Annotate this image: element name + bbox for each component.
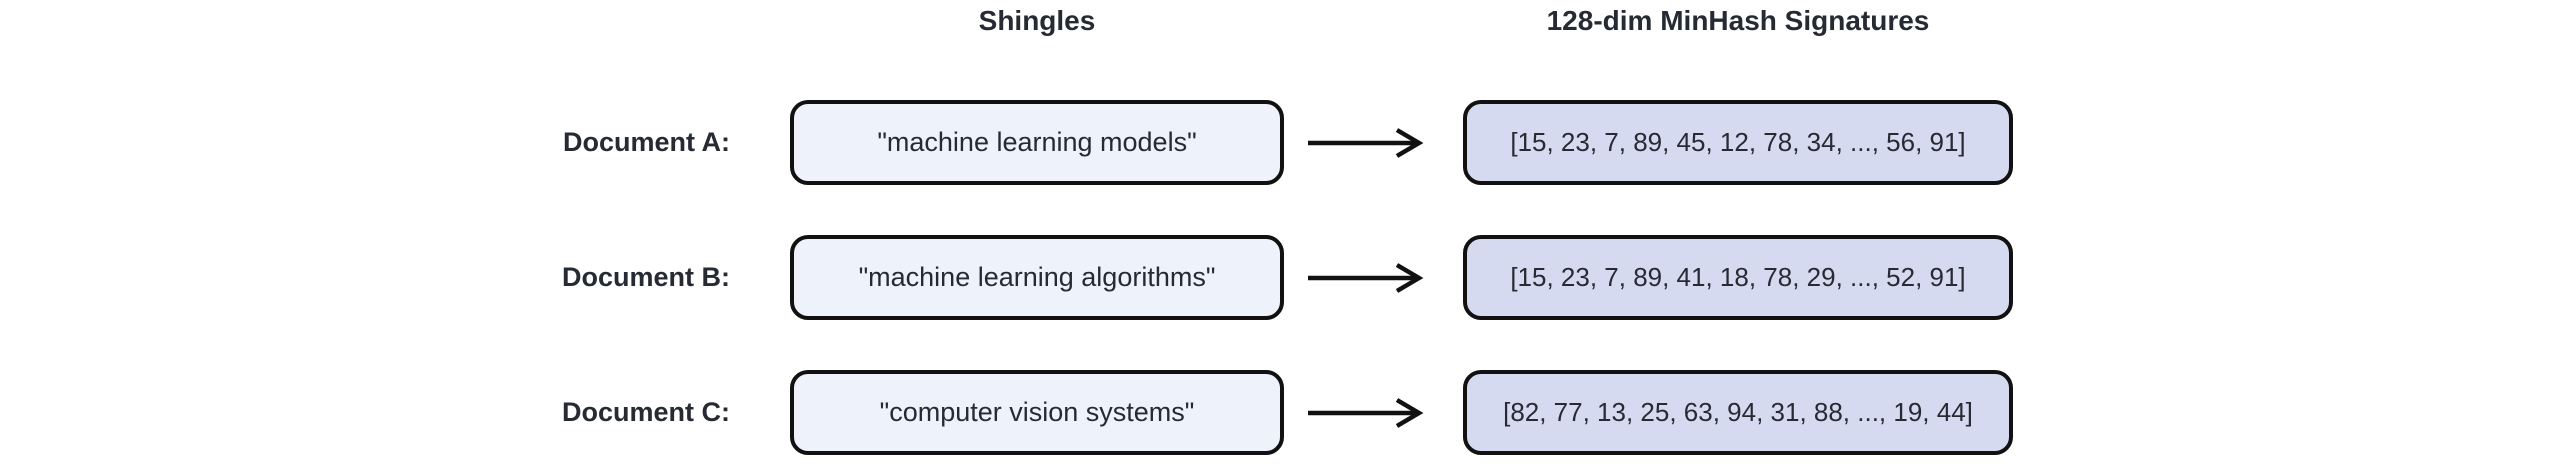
signature-text: [82, 77, 13, 25, 63, 94, 31, 88, ..., 19… (1503, 397, 1973, 427)
shingle-box: "machine learning models" (790, 100, 1284, 185)
signature-box: [82, 77, 13, 25, 63, 94, 31, 88, ..., 19… (1463, 370, 2013, 455)
document-row-a: Document A: "machine learning models" [1… (0, 100, 2560, 185)
signature-box: [15, 23, 7, 89, 41, 18, 78, 29, ..., 52,… (1463, 235, 2013, 320)
right-arrow-icon (1308, 128, 1424, 158)
shingle-box: "computer vision systems" (790, 370, 1284, 455)
column-header-signatures: 128-dim MinHash Signatures (1546, 5, 1930, 36)
shingle-text: "machine learning models" (877, 127, 1197, 157)
document-row-c: Document C: "computer vision systems" [8… (0, 370, 2560, 455)
shingle-box: "machine learning algorithms" (790, 235, 1284, 320)
document-label: Document B: (562, 262, 730, 292)
document-label: Document C: (562, 397, 730, 427)
signature-text: [15, 23, 7, 89, 45, 12, 78, 34, ..., 56,… (1510, 127, 1966, 157)
document-row-b: Document B: "machine learning algorithms… (0, 235, 2560, 320)
right-arrow-icon (1308, 398, 1424, 428)
signature-text: [15, 23, 7, 89, 41, 18, 78, 29, ..., 52,… (1510, 262, 1966, 292)
signature-box: [15, 23, 7, 89, 45, 12, 78, 34, ..., 56,… (1463, 100, 2013, 185)
shingle-text: "machine learning algorithms" (858, 262, 1216, 292)
right-arrow-icon (1308, 263, 1424, 293)
shingle-text: "computer vision systems" (879, 397, 1195, 427)
document-label: Document A: (563, 127, 730, 157)
column-header-shingles: Shingles (978, 5, 1096, 36)
